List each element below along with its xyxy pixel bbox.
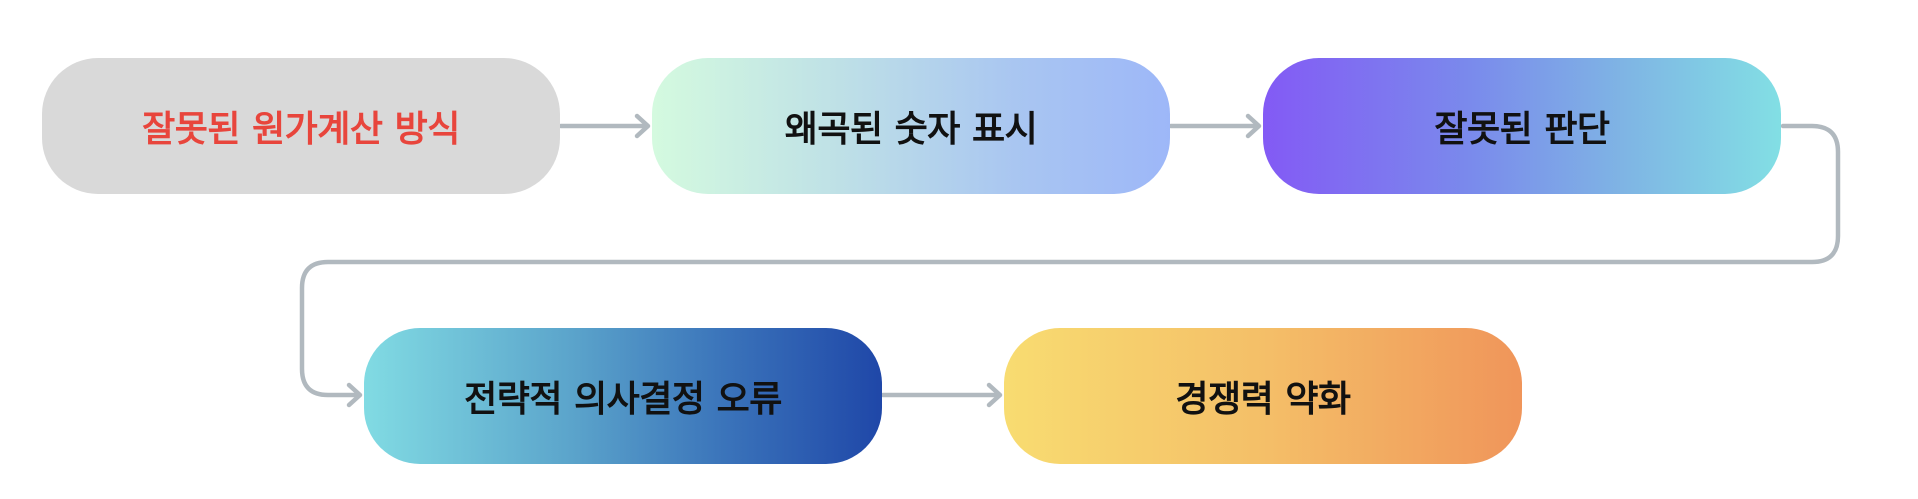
arrowhead-icon <box>346 382 363 408</box>
arrowhead-icon <box>1245 113 1262 139</box>
edge-line <box>299 123 1841 398</box>
node-label: 경쟁력 약화 <box>1175 379 1351 420</box>
node-wrong-judgment[interactable]: 잘못된 판단 <box>1263 58 1781 194</box>
node-wrong-costing-method[interactable]: 잘못된 원가계산 방식 <box>42 58 560 194</box>
node-distorted-numbers[interactable]: 왜곡된 숫자 표시 <box>652 58 1170 194</box>
node-label: 전략적 의사결정 오류 <box>464 379 782 420</box>
edge-n1-n2 <box>558 113 651 139</box>
node-weakened-competitiveness[interactable]: 경쟁력 약화 <box>1004 328 1522 464</box>
edge-n4-n5 <box>880 382 1003 408</box>
node-label: 잘못된 원가계산 방식 <box>142 109 460 150</box>
edge-n2-n3 <box>1168 113 1262 139</box>
node-label: 잘못된 판단 <box>1434 109 1610 150</box>
arrowhead-icon <box>986 382 1003 408</box>
node-strategic-decision-error[interactable]: 전략적 의사결정 오류 <box>364 328 882 464</box>
arrowhead-icon <box>634 113 651 139</box>
node-label: 왜곡된 숫자 표시 <box>784 109 1038 150</box>
edge-n3-n4 <box>299 123 1841 408</box>
